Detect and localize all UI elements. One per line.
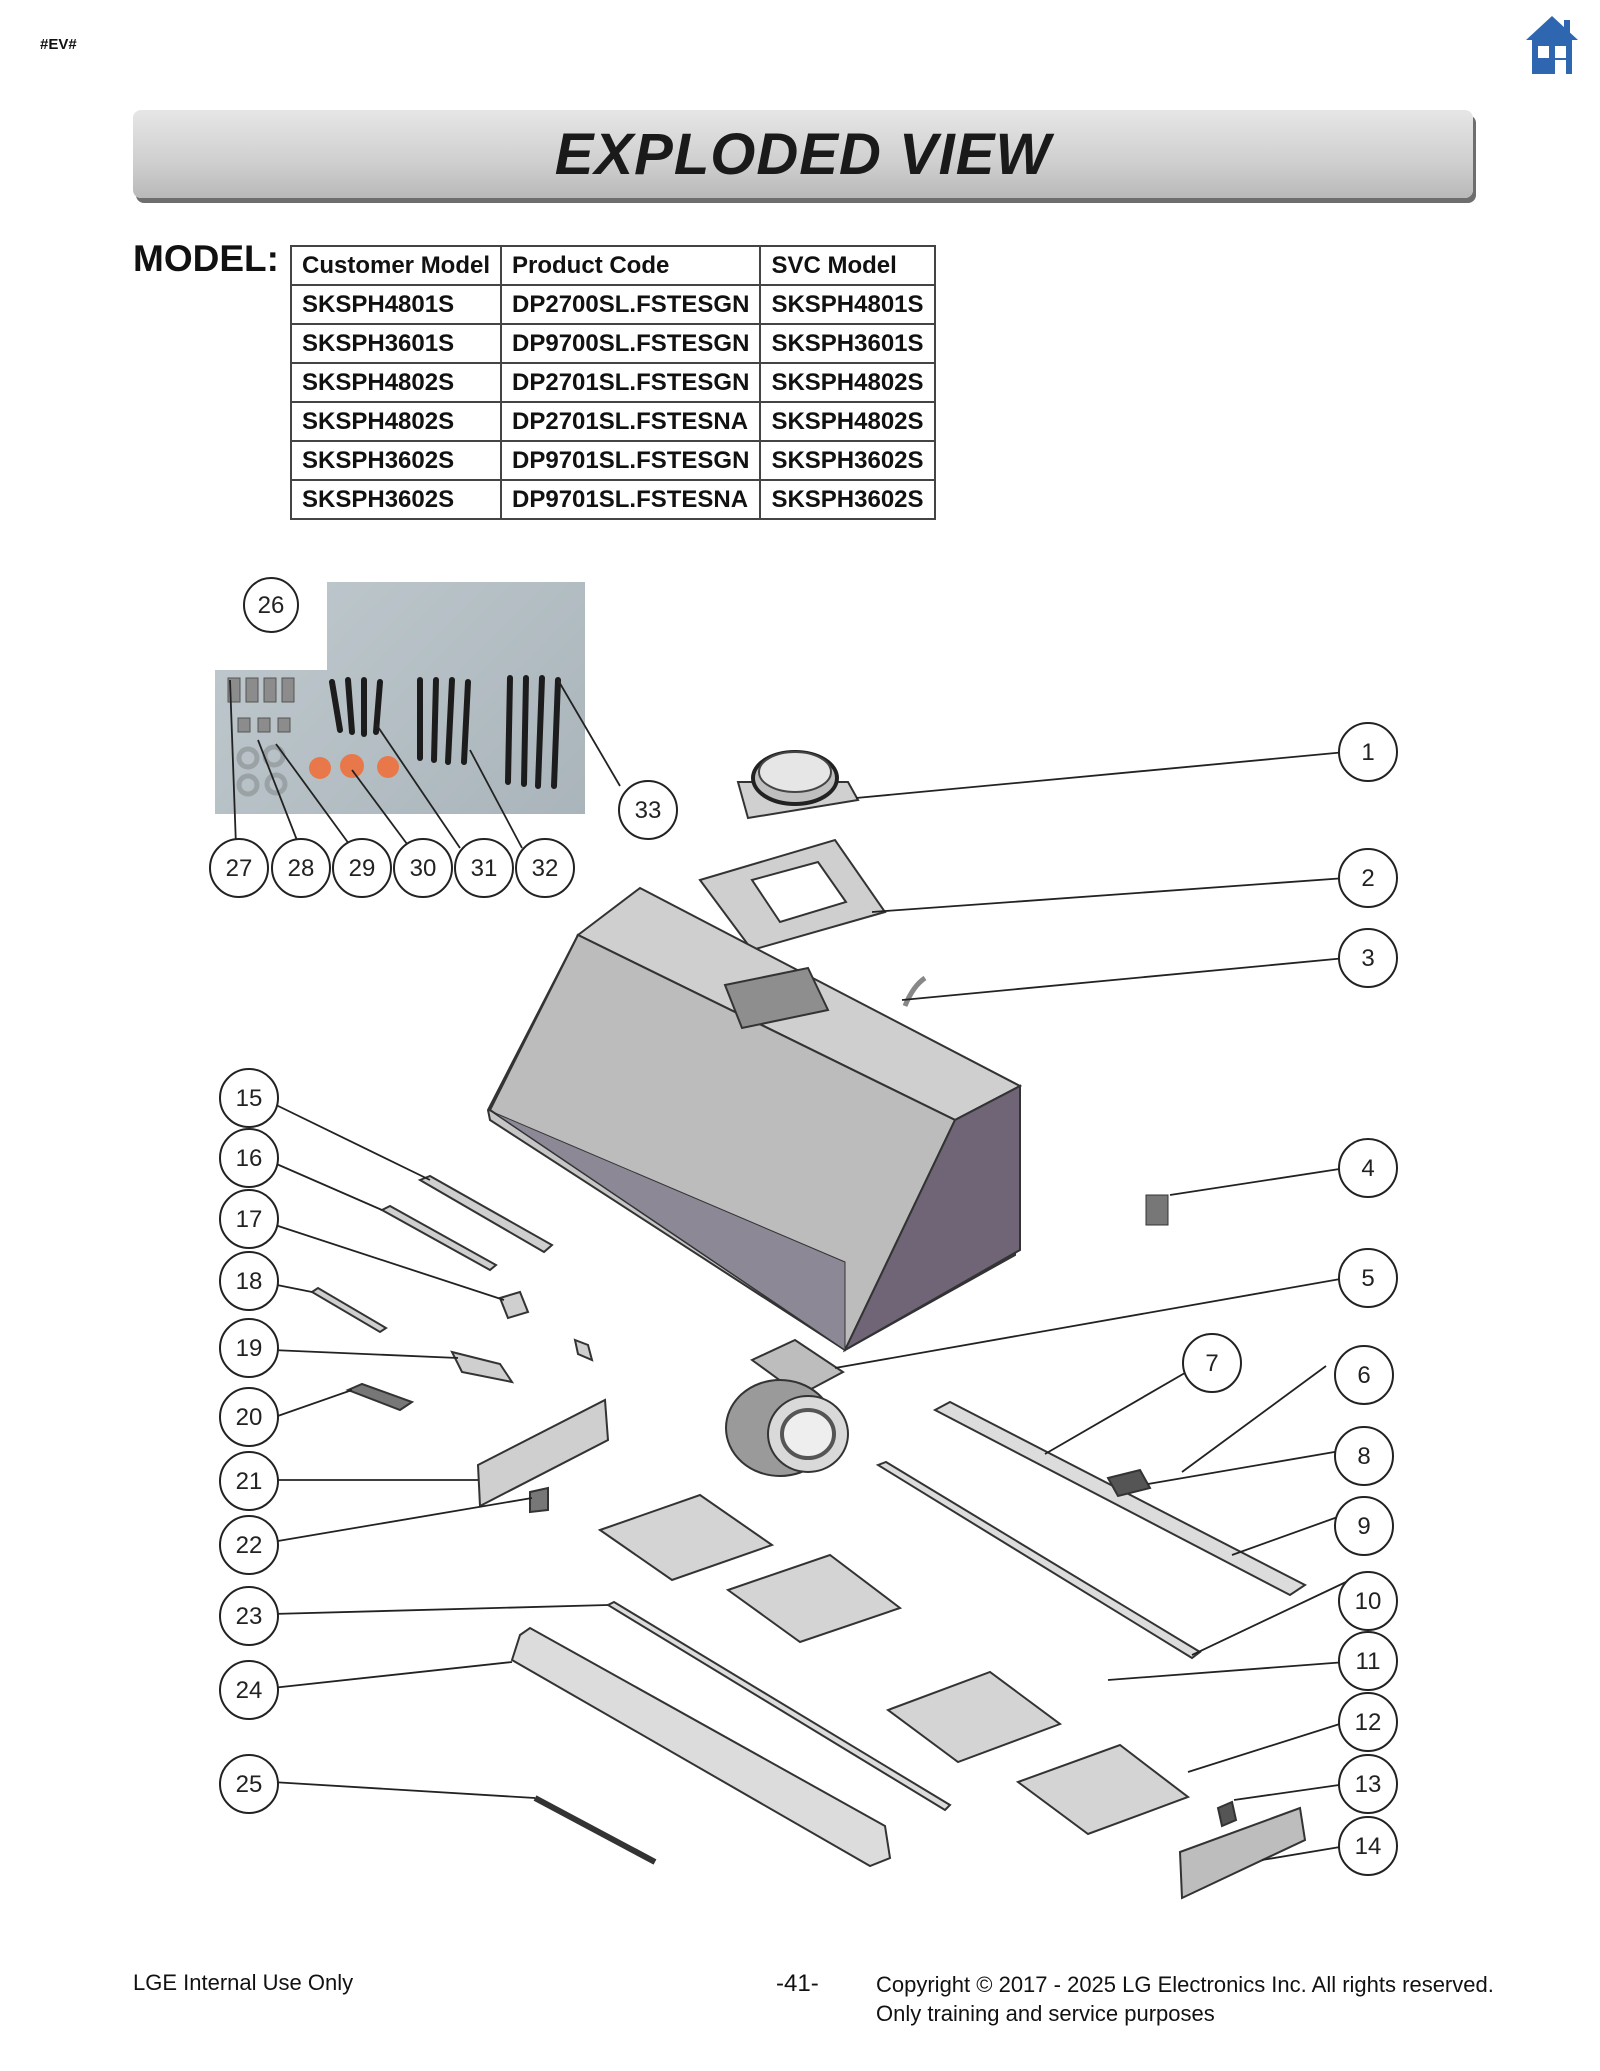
callout-6: 6 (1357, 1362, 1370, 1389)
left-side-parts (310, 1174, 610, 1514)
table-cell: SKSPH4802S (289, 362, 503, 403)
callout-17: 17 (236, 1206, 263, 1233)
leader-lines (229, 679, 1347, 1861)
callout-5: 5 (1361, 1265, 1374, 1292)
table-cell: DP9701SL.FSTESGN (500, 440, 762, 481)
table-row: SKSPH3601S DP9700SL.FSTESGN SKSPH3601S (289, 323, 936, 364)
model-table: Customer Model Product Code SVC Model SK… (289, 245, 936, 520)
table-cell: SKSPH3602S (289, 440, 503, 481)
table-cell: SKSPH3602S (759, 479, 936, 520)
footer-internal-note: LGE Internal Use Only (133, 1970, 354, 1995)
callout-15: 15 (236, 1085, 263, 1112)
table-cell: SKSPH3601S (289, 323, 503, 364)
callout-30: 30 (410, 855, 437, 882)
title-banner: EXPLODED VIEW (133, 110, 1473, 198)
callout-18: 18 (236, 1268, 263, 1295)
table-cell: SKSPH4801S (289, 284, 503, 325)
callout-10: 10 (1355, 1588, 1382, 1615)
callout-23: 23 (236, 1603, 263, 1630)
table-cell: SKSPH4802S (759, 362, 936, 403)
part-25-cable (533, 1795, 657, 1865)
table-cell: DP2701SL.FSTESGN (500, 362, 762, 403)
column-header: SVC Model (759, 245, 936, 286)
part-5-blower (725, 1338, 849, 1477)
callout-12: 12 (1355, 1709, 1382, 1736)
callout-circles (209, 577, 1398, 1876)
table-row: SKSPH3602S DP9701SL.FSTESNA SKSPH3602S (289, 479, 936, 520)
page-title: EXPLODED VIEW (554, 121, 1052, 187)
table-cell: SKSPH3602S (759, 440, 936, 481)
callout-7: 7 (1205, 1350, 1218, 1377)
exploded-view-diagram: 1 2 3 4 5 6 7 8 9 10 11 12 13 14 15 16 1… (209, 577, 1398, 1900)
table-cell: DP2700SL.FSTESGN (500, 284, 762, 325)
document-tag: #EV# (40, 36, 77, 53)
callout-31: 31 (471, 855, 498, 882)
table-header-row: Customer Model Product Code SVC Model (289, 245, 936, 286)
hood-body (486, 886, 1023, 1353)
callout-21: 21 (236, 1468, 263, 1495)
column-header: Product Code (500, 245, 762, 286)
table-cell: DP9700SL.FSTESGN (500, 323, 762, 364)
page-number: -41- (776, 1970, 819, 1997)
table-cell: DP9701SL.FSTESNA (500, 479, 762, 520)
callout-19: 19 (236, 1335, 263, 1362)
hardware-kit-contents (227, 675, 561, 797)
copyright-text: Copyright © 2017 - 2025 LG Electronics I… (876, 1972, 1494, 1997)
table-cell: SKSPH3602S (289, 479, 503, 520)
callout-32: 32 (532, 855, 559, 882)
table-cell: SKSPH4802S (759, 401, 936, 442)
front-rails (510, 1400, 1307, 1900)
model-label: MODEL: (133, 238, 279, 279)
callout-20: 20 (236, 1404, 263, 1431)
part-1-duct-collar (736, 750, 860, 820)
table-row: SKSPH4802S DP2701SL.FSTESGN SKSPH4802S (289, 362, 936, 403)
callout-11: 11 (1356, 1648, 1381, 1675)
callout-26: 26 (258, 592, 285, 619)
callout-24: 24 (236, 1677, 263, 1704)
callout-16: 16 (236, 1145, 263, 1172)
callout-33: 33 (635, 797, 662, 824)
callout-13: 13 (1355, 1771, 1382, 1798)
callout-numbers: 1 2 3 4 5 6 7 8 9 10 11 12 13 14 15 16 1… (226, 592, 1382, 1860)
callout-25: 25 (236, 1771, 263, 1798)
footer-copyright-block: Copyright © 2017 - 2025 LG Electronics I… (876, 1970, 1494, 2028)
table-cell: SKSPH3601S (759, 323, 936, 364)
column-header: Customer Model (289, 245, 503, 286)
callout-27: 27 (226, 855, 253, 882)
part-2-top-plate (698, 838, 887, 952)
callout-3: 3 (1361, 945, 1374, 972)
callout-28: 28 (288, 855, 315, 882)
part-4-bracket (1145, 1194, 1169, 1226)
purpose-text: Only training and service purposes (876, 2001, 1215, 2026)
callout-1: 1 (1361, 739, 1374, 766)
callout-9: 9 (1357, 1513, 1370, 1540)
table-row: SKSPH4802S DP2701SL.FSTESNA SKSPH4802S (289, 401, 936, 442)
callout-14: 14 (1355, 1833, 1382, 1860)
callout-8: 8 (1357, 1443, 1370, 1470)
table-row: SKSPH4801S DP2700SL.FSTESGN SKSPH4801S (289, 284, 936, 325)
table-cell: DP2701SL.FSTESNA (500, 401, 762, 442)
callout-29: 29 (349, 855, 376, 882)
table-cell: SKSPH4801S (759, 284, 936, 325)
home-icon[interactable] (1524, 14, 1580, 76)
table-row: SKSPH3602S DP9701SL.FSTESGN SKSPH3602S (289, 440, 936, 481)
grease-filters (597, 1493, 1191, 1836)
table-cell: SKSPH4802S (289, 401, 503, 442)
callout-4: 4 (1361, 1155, 1374, 1182)
callout-2: 2 (1361, 865, 1374, 892)
callout-22: 22 (236, 1532, 263, 1559)
